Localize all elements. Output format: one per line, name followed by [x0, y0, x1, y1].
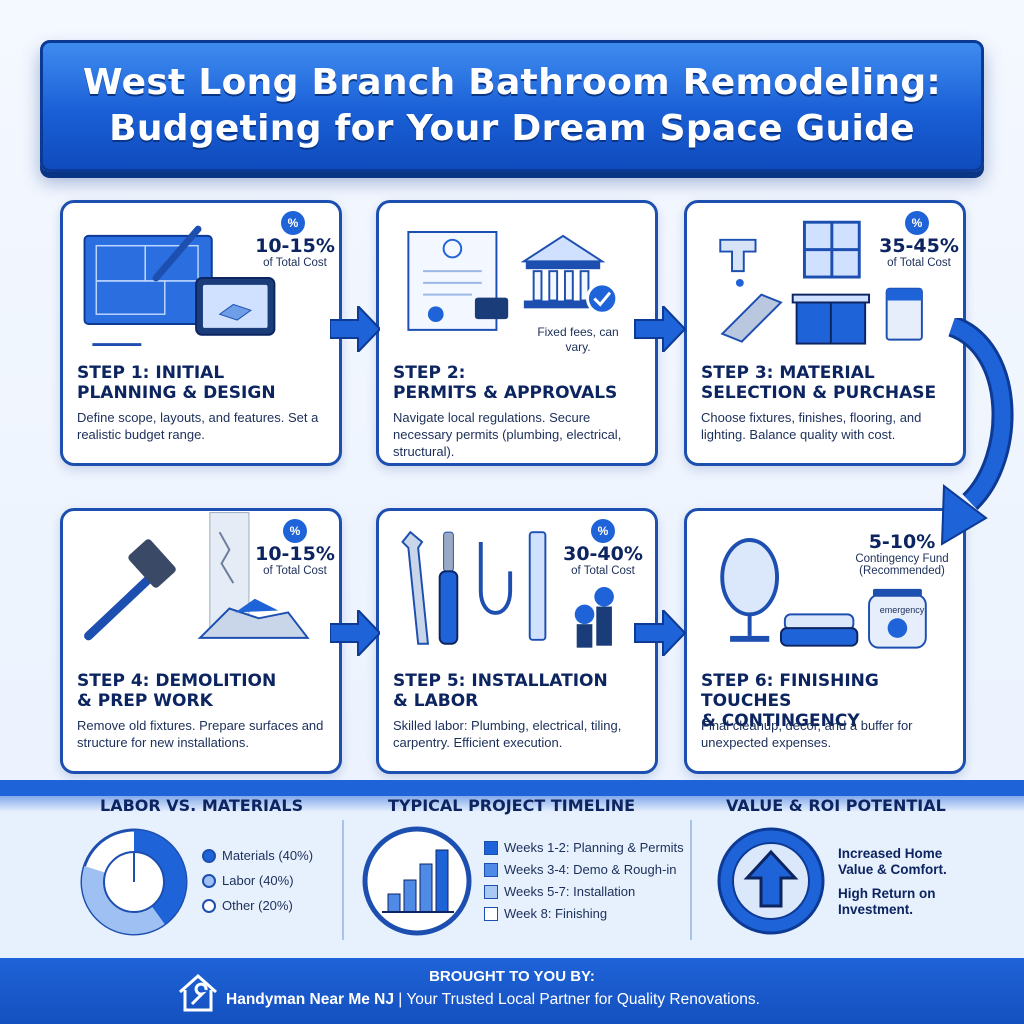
up-arrow-icon — [717, 827, 825, 935]
percent-icon: % — [591, 519, 615, 543]
timeline-item-3: Weeks 5-7: Installation — [484, 884, 635, 899]
percent-icon: % — [905, 211, 929, 235]
arrow-right-icon — [634, 610, 686, 656]
step-2-title: STEP 2:PERMITS & APPROVALS — [393, 363, 618, 403]
legend-materials: Materials (40%) — [202, 848, 313, 863]
timeline-item-4: Week 8: Finishing — [484, 906, 607, 921]
footer-bar: BROUGHT TO YOU BY: Handyman Near Me NJ |… — [0, 958, 1024, 1024]
finishing-illustration — [720, 538, 927, 649]
step-1-description: Define scope, layouts, and features. Set… — [77, 410, 319, 442]
arrow-right-icon — [634, 306, 686, 352]
timeline-item-1: Weeks 1-2: Planning & Permits — [484, 840, 684, 855]
footer-credit: Handyman Near Me NJ | Your Trusted Local… — [226, 991, 760, 1008]
step-1-cost: 10-15% of Total Cost — [255, 235, 335, 269]
step-6-cost: 5-10% Contingency Fund (Recommended) — [855, 531, 949, 577]
labor-vs-materials-title: LABOR vs. MATERIALS — [100, 796, 304, 815]
timeline-title: TYPICAL PROJECT TIMELINE — [388, 796, 636, 815]
labor-materials-donut — [80, 828, 188, 936]
step-6-title: STEP 6: FINISHING TOUCHES& CONTINGENCY — [701, 671, 879, 731]
step-4-description: Remove old fixtures. Prepare surfaces an… — [77, 718, 324, 750]
arrow-right-icon — [330, 306, 380, 352]
curved-arrow-icon — [940, 318, 1014, 546]
step-3-description: Choose fixtures, finishes, flooring, and… — [701, 410, 922, 442]
demolition-illustration — [84, 512, 310, 641]
step-4-cost: 10-15% of Total Cost — [255, 543, 335, 577]
legend-labor: Labor (40%) — [202, 873, 294, 888]
step-card-2: Fixed fees, can vary. STEP 2:PERMITS & A… — [376, 200, 658, 466]
timeline-item-2: Weeks 3-4: Demo & Rough-in — [484, 862, 676, 877]
step-5-description: Skilled labor: Plumbing, electrical, til… — [393, 718, 622, 750]
roi-title: VALUE & ROI POTENTIAL — [726, 796, 946, 815]
footer-heading: BROUGHT TO YOU BY: — [429, 968, 595, 985]
installation-illustration — [401, 530, 614, 648]
summary-panel-top-bar — [0, 780, 1024, 796]
section-divider — [690, 820, 692, 940]
step-card-6: emergency 5-10% Contingency Fund (Recomm… — [684, 508, 966, 774]
step-card-5: % 30-40% of Total Cost STEP 5: INSTALLAT… — [376, 508, 658, 774]
permits-illustration — [407, 231, 619, 331]
blueprint-illustration — [83, 225, 276, 347]
step-3-cost: 35-45% of Total Cost — [879, 235, 959, 269]
section-divider — [342, 820, 344, 940]
step-5-cost: 30-40% of Total Cost — [563, 543, 643, 577]
title-banner: West Long Branch Bathroom Remodeling: Bu… — [40, 40, 984, 172]
step-2-description: Navigate local regulations. Secure neces… — [393, 410, 622, 459]
arrow-right-icon — [330, 610, 380, 656]
fixed-fees-note: Fixed fees, can vary. — [537, 325, 619, 354]
step-6-description: Final cleanup, decor, and a buffer for u… — [701, 718, 913, 750]
timeline-bar-icon — [362, 826, 472, 936]
step-5-title: STEP 5: INSTALLATION& LABOR — [393, 671, 608, 711]
percent-icon: % — [283, 519, 307, 543]
title-line-1: West Long Branch Bathroom Remodeling: — [82, 62, 942, 103]
legend-other: Other (20%) — [202, 898, 293, 913]
step-card-4: % 10-15% of Total Cost STEP 4: DEMOLITIO… — [60, 508, 342, 774]
materials-illustration — [719, 220, 923, 345]
jar-label: emergency — [879, 605, 925, 615]
house-wrench-icon — [179, 973, 217, 1012]
percent-icon: % — [281, 211, 305, 235]
step-4-title: STEP 4: DEMOLITION& PREP WORK — [77, 671, 277, 711]
title-line-2: Budgeting for Your Dream Space Guide — [109, 108, 915, 149]
